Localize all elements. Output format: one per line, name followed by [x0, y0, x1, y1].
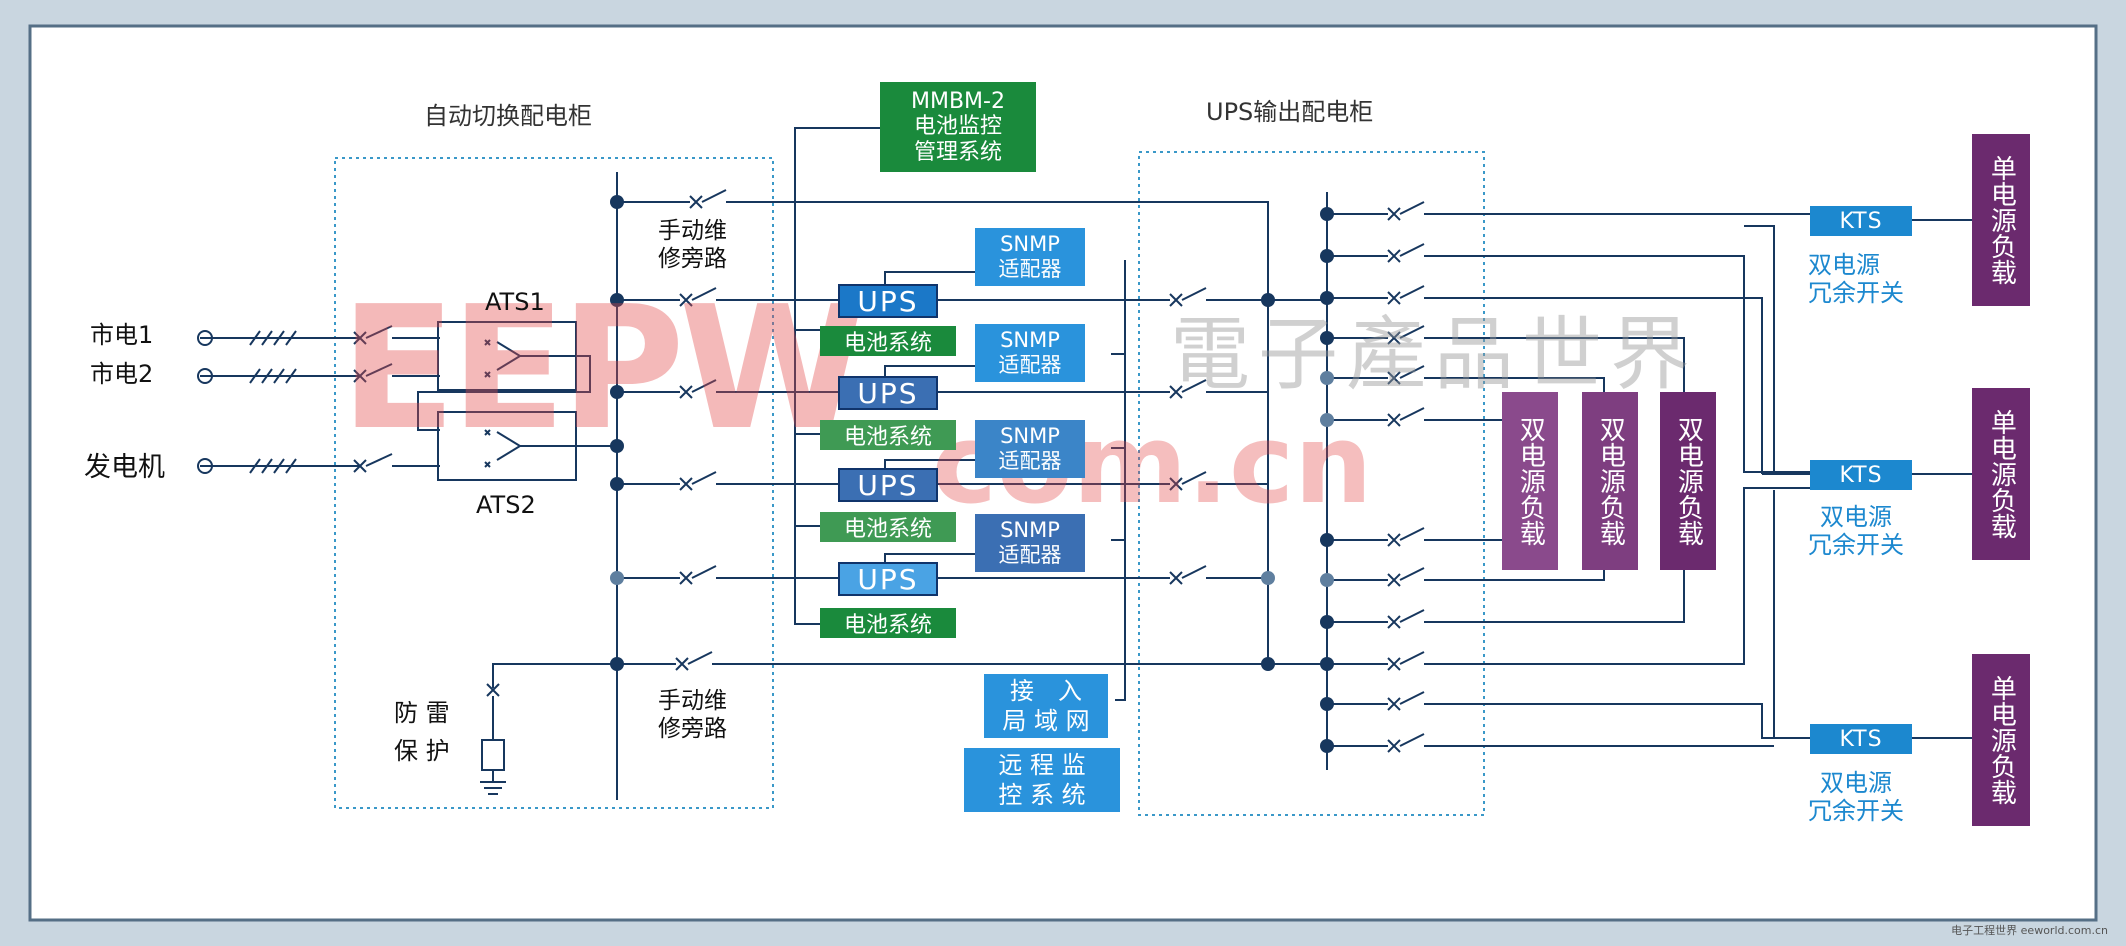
bypass-bottom-label-1: 手动维 [658, 688, 727, 714]
snmp-3-line-1: SNMP [1000, 423, 1060, 448]
bypass-top-branch [617, 189, 1269, 300]
battery-system-1: 电池系统 [820, 326, 956, 356]
kts-1-caption-2: 冗余开关 [1808, 279, 1904, 307]
ups3-input [617, 471, 838, 491]
generator-label: 发电机 [84, 452, 165, 483]
ups2-output [938, 379, 1268, 399]
snmp-adapter-4: SNMP 适配器 [975, 514, 1085, 572]
bypass-bottom-label-2: 修旁路 [658, 716, 727, 742]
ats2-label: ATS2 [476, 491, 536, 519]
mains1-label: 市电1 [90, 321, 154, 349]
ups-2: UPS [838, 376, 938, 410]
kts-1-caption-1: 双电源 [1808, 251, 1880, 279]
mmbm-line-2: 电池监控 [913, 114, 1002, 140]
bypass-top-label-2: 修旁路 [658, 246, 727, 272]
single-load-1: 单电源负载 [1972, 134, 2030, 306]
snmp-4-line-2: 适配器 [998, 543, 1062, 567]
mains2-terminal [197, 368, 213, 384]
single-load-2: 单电源负载 [1972, 388, 2030, 560]
lan-access-box: 接 入 局 域 网 [984, 674, 1108, 738]
ats-cabinet-title: 自动切换配电柜 [424, 102, 592, 130]
snmp-adapter-1: SNMP 适配器 [975, 228, 1085, 286]
ats1-to-ats2 [417, 355, 591, 431]
kts-to-single-loads [1912, 219, 1972, 739]
ups-to-snmp [884, 271, 975, 570]
battery-system-3: 电池系统 [820, 512, 956, 542]
snmp-1-line-1: SNMP [1000, 231, 1060, 256]
ats2-symbol [484, 429, 545, 468]
corner-logo-cn: 电子工程世界 [1951, 924, 2018, 937]
kts-feed-3 [1773, 490, 1810, 739]
remote-line-2: 控 系 统 [998, 781, 1086, 809]
mmbm-to-battery [794, 127, 885, 625]
kts-2: KTS [1810, 460, 1912, 490]
bus-nodes [610, 195, 1334, 753]
generator-terminal [197, 458, 213, 474]
lightning-label-1: 防 雷 [394, 699, 450, 727]
input-breakers [353, 325, 440, 473]
kts-3-caption-1: 双电源 [1820, 769, 1892, 797]
ups-output-cabinet-title: UPS输出配电柜 [1206, 98, 1374, 126]
kts-1: KTS [1810, 206, 1912, 236]
mmbm-line-1: MMBM-2 [911, 89, 1005, 115]
mains2-label: 市电2 [90, 360, 154, 388]
lan-line-2: 局 域 网 [1002, 707, 1090, 735]
mains1-terminal [197, 330, 213, 346]
ups-1: UPS [838, 284, 938, 318]
remote-monitor-box: 远 程 监 控 系 统 [964, 748, 1120, 812]
single-load-3: 单电源负载 [1972, 654, 2030, 826]
ups2-input [617, 379, 838, 399]
bypass-bottom-branch [617, 651, 1327, 671]
corner-logo: 电子工程世界 eeworld.com.cn [1951, 922, 2108, 938]
kts-3: KTS [1810, 724, 1912, 754]
mmbm-line-3: 管理系统 [913, 139, 1002, 165]
output-branches [1327, 201, 1810, 753]
ground-symbol [480, 770, 506, 795]
corner-logo-en: eeworld.com.cn [2020, 924, 2108, 937]
ups1-input [617, 287, 838, 307]
snmp-to-lan [1111, 260, 1126, 701]
dual-load-3: 双电源负载 [1660, 392, 1716, 570]
snmp-4-line-1: SNMP [1000, 517, 1060, 542]
remote-line-1: 远 程 监 [998, 751, 1086, 779]
ups-4: UPS [838, 562, 938, 596]
kts-2-caption-1: 双电源 [1820, 503, 1892, 531]
snmp-adapter-3: SNMP 适配器 [975, 420, 1085, 478]
kts-3-caption-2: 冗余开关 [1808, 797, 1904, 825]
lightning-label-2: 保 护 [394, 737, 450, 765]
phase-marks [249, 330, 297, 474]
ats1-label: ATS1 [485, 288, 545, 316]
bypass-top-label-1: 手动维 [658, 218, 727, 244]
kts-2-caption-2: 冗余开关 [1808, 531, 1904, 559]
ups4-output [938, 565, 1268, 585]
dual-load-2: 双电源负载 [1582, 392, 1638, 570]
lan-line-1: 接 入 [1010, 677, 1082, 705]
snmp-adapter-2: SNMP 适配器 [975, 324, 1085, 382]
ats1-symbol [484, 339, 545, 378]
kts-feed-1 [1744, 225, 1810, 475]
ups1-output [938, 287, 1268, 307]
ups-3: UPS [838, 468, 938, 502]
snmp-2-line-1: SNMP [1000, 327, 1060, 352]
mmbm-monitor-box: MMBM-2 电池监控 管理系统 [880, 82, 1036, 172]
dual-load-1: 双电源负载 [1502, 392, 1558, 570]
lightning-branch [486, 663, 617, 740]
snmp-2-line-2: 适配器 [998, 353, 1062, 377]
ups4-input [617, 565, 838, 585]
snmp-1-line-2: 适配器 [998, 257, 1062, 281]
ups3-output [938, 471, 1268, 491]
battery-system-2: 电池系统 [820, 420, 956, 450]
battery-system-4: 电池系统 [820, 608, 956, 638]
snmp-3-line-2: 适配器 [998, 449, 1062, 473]
